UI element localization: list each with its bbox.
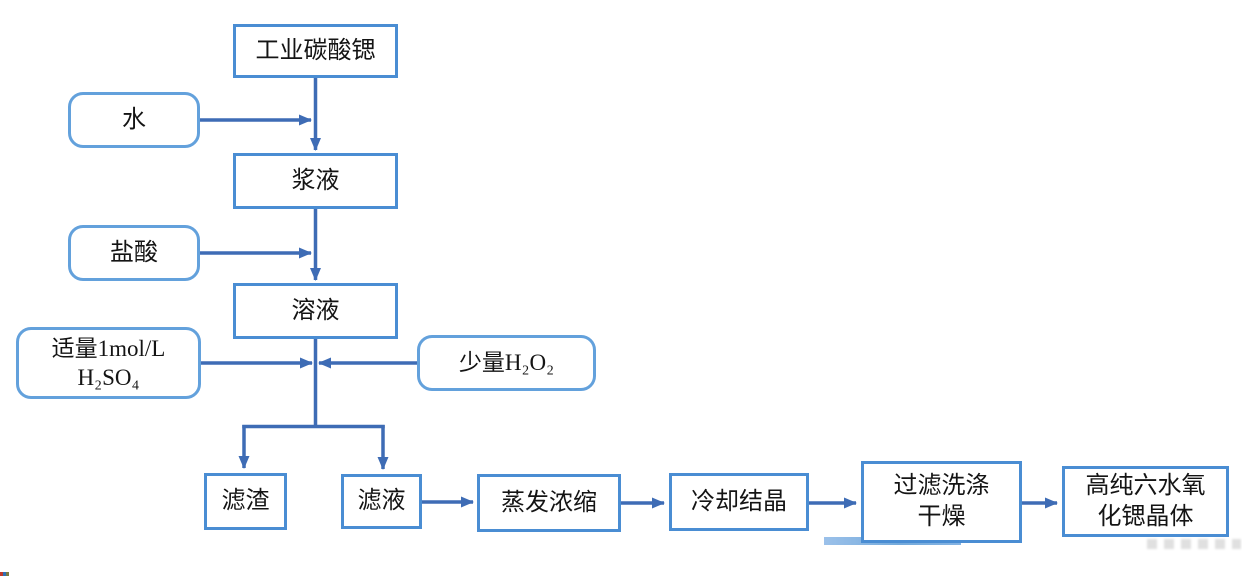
box-filtrate: 滤液 (341, 474, 422, 529)
box-water: 水 (68, 92, 200, 148)
box-evaporate-concentrate: 蒸发浓缩 (477, 474, 621, 532)
box-slurry: 浆液 (233, 153, 398, 209)
box-industrial-strontium-carbonate: 工业碳酸锶 (233, 24, 398, 78)
corner-pixel-artifact (0, 572, 9, 576)
box-filter-wash-dry: 过滤洗涤 干燥 (861, 461, 1022, 543)
box-filter-residue: 滤渣 (204, 473, 287, 530)
box-hydrogen-peroxide: 少量H₂O₂ (417, 335, 596, 391)
box-cool-crystallize: 冷却结晶 (669, 473, 809, 531)
box-sulfuric-acid: 适量1mol/L H₂SO₄ (16, 327, 201, 399)
box-hydrochloric-acid: 盐酸 (68, 225, 200, 281)
watermark-artifact-text (1147, 539, 1241, 549)
box-product-crystals: 高纯六水氧 化锶晶体 (1062, 466, 1229, 537)
box-solution: 溶液 (233, 283, 398, 339)
